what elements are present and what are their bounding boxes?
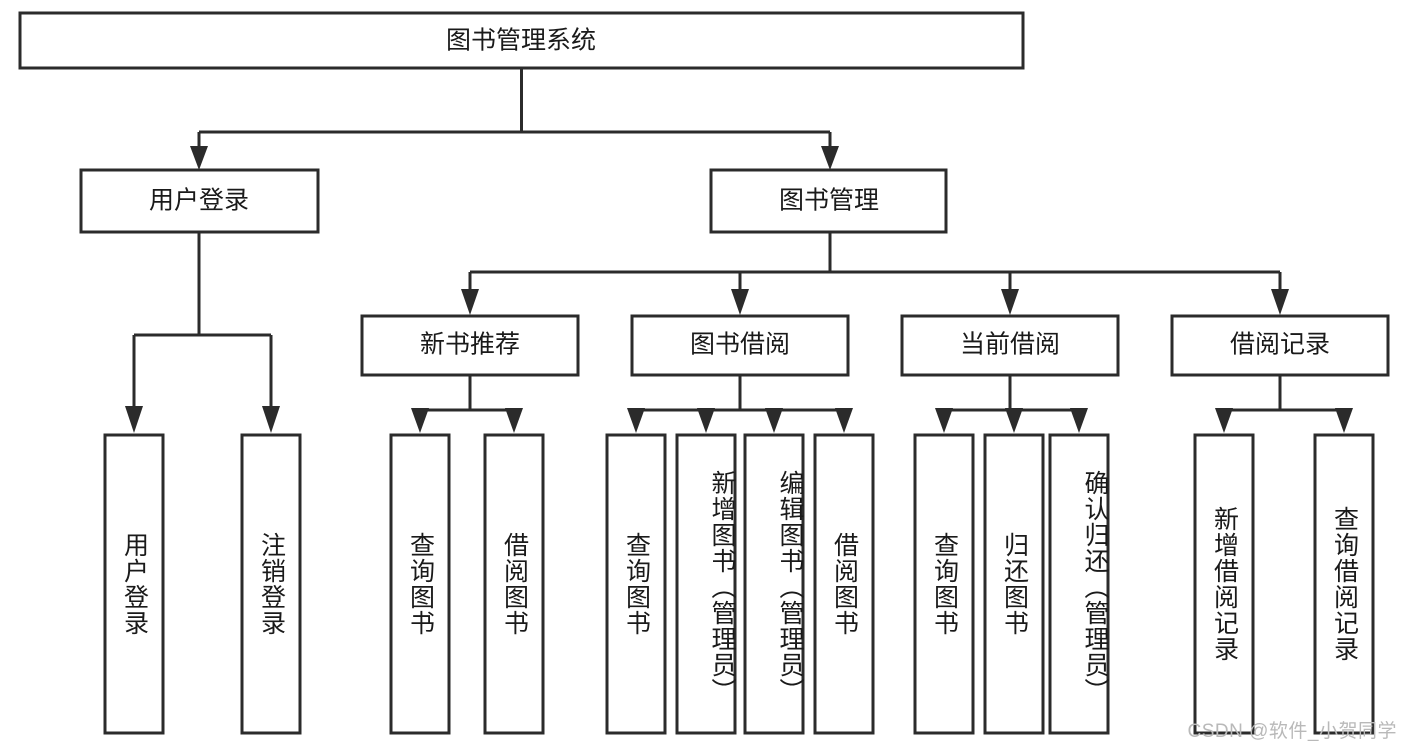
node-book-borrow[interactable]: 图书借阅 — [630, 314, 850, 377]
arrow-head-leaf-query-book-2 — [627, 408, 645, 433]
leaf-return-book-box[interactable] — [983, 433, 1045, 735]
arrow-head-book-borrow — [731, 289, 749, 315]
arrow-head-leaf-borrow-book-1 — [505, 408, 523, 433]
leaf-borrow-book-1-box[interactable] — [483, 433, 545, 735]
arrow-head-leaf-add-book — [697, 408, 715, 433]
node-book-manage[interactable]: 图书管理 — [709, 168, 948, 234]
arrow-head-current-borrow — [1001, 289, 1019, 315]
node-new-book-recommend[interactable]: 新书推荐 — [360, 314, 580, 377]
connector-group — [125, 68, 1353, 433]
arrow-head-leaf-query-book-3 — [935, 408, 953, 433]
arrow-head-leaf-return-book — [1005, 408, 1023, 433]
arrow-head-leaf-user-login — [125, 406, 143, 433]
leaf-query-record-box[interactable] — [1313, 433, 1375, 735]
leaf-edit-book-box[interactable] — [743, 433, 805, 735]
node-current-borrow-label: 当前借阅 — [960, 331, 1060, 359]
node-book-manage-box[interactable] — [709, 168, 948, 234]
node-user-login-box[interactable] — [79, 168, 320, 234]
arrow-head-leaf-edit-book — [765, 408, 783, 433]
leaf-add-book-box[interactable] — [675, 433, 737, 735]
node-borrow-record-box[interactable] — [1170, 314, 1390, 377]
leaf-logout-login-box[interactable] — [240, 433, 302, 735]
leaf-borrow-book-2-box[interactable] — [813, 433, 875, 735]
arrow-head-leaf-query-book-1 — [411, 408, 429, 433]
node-book-borrow-label: 图书借阅 — [690, 331, 790, 359]
node-root-box[interactable] — [18, 11, 1025, 70]
node-user-login-label: 用户登录 — [149, 187, 249, 215]
leaf-query-book-2-box[interactable] — [605, 433, 667, 735]
node-new-book-recommend-label: 新书推荐 — [420, 331, 520, 359]
arrow-head-book-manage — [821, 146, 839, 170]
node-current-borrow[interactable]: 当前借阅 — [900, 314, 1120, 377]
csdn-watermark: CSDN @软件_小贺同学 — [1187, 721, 1397, 742]
node-user-login[interactable]: 用户登录 — [79, 168, 320, 234]
arrow-head-new-book-recommend — [461, 289, 479, 315]
leaf-query-book-1-box[interactable] — [389, 433, 451, 735]
arrow-head-user-login — [190, 146, 208, 170]
arrow-head-leaf-add-record — [1215, 408, 1233, 433]
leaf-query-book-3-box[interactable] — [913, 433, 975, 735]
arrow-head-leaf-query-record — [1335, 408, 1353, 433]
arrow-head-leaf-confirm-return — [1070, 408, 1088, 433]
node-root-label: 图书管理系统 — [446, 27, 596, 55]
arrow-head-leaf-logout-login — [262, 406, 280, 433]
node-current-borrow-box[interactable] — [900, 314, 1120, 377]
node-new-book-recommend-box[interactable] — [360, 314, 580, 377]
leaf-confirm-return-box[interactable] — [1048, 433, 1110, 735]
node-root[interactable]: 图书管理系统 — [18, 11, 1025, 70]
node-borrow-record[interactable]: 借阅记录 — [1170, 314, 1390, 377]
node-book-manage-label: 图书管理 — [779, 187, 879, 215]
node-borrow-record-label: 借阅记录 — [1230, 331, 1330, 359]
arrow-head-borrow-record — [1271, 289, 1289, 315]
leaf-user-login-box[interactable] — [103, 433, 165, 735]
leaf-add-record-box[interactable] — [1193, 433, 1255, 735]
leaf-box-group — [103, 433, 1375, 735]
node-book-borrow-box[interactable] — [630, 314, 850, 377]
arrow-head-leaf-borrow-book-2 — [835, 408, 853, 433]
